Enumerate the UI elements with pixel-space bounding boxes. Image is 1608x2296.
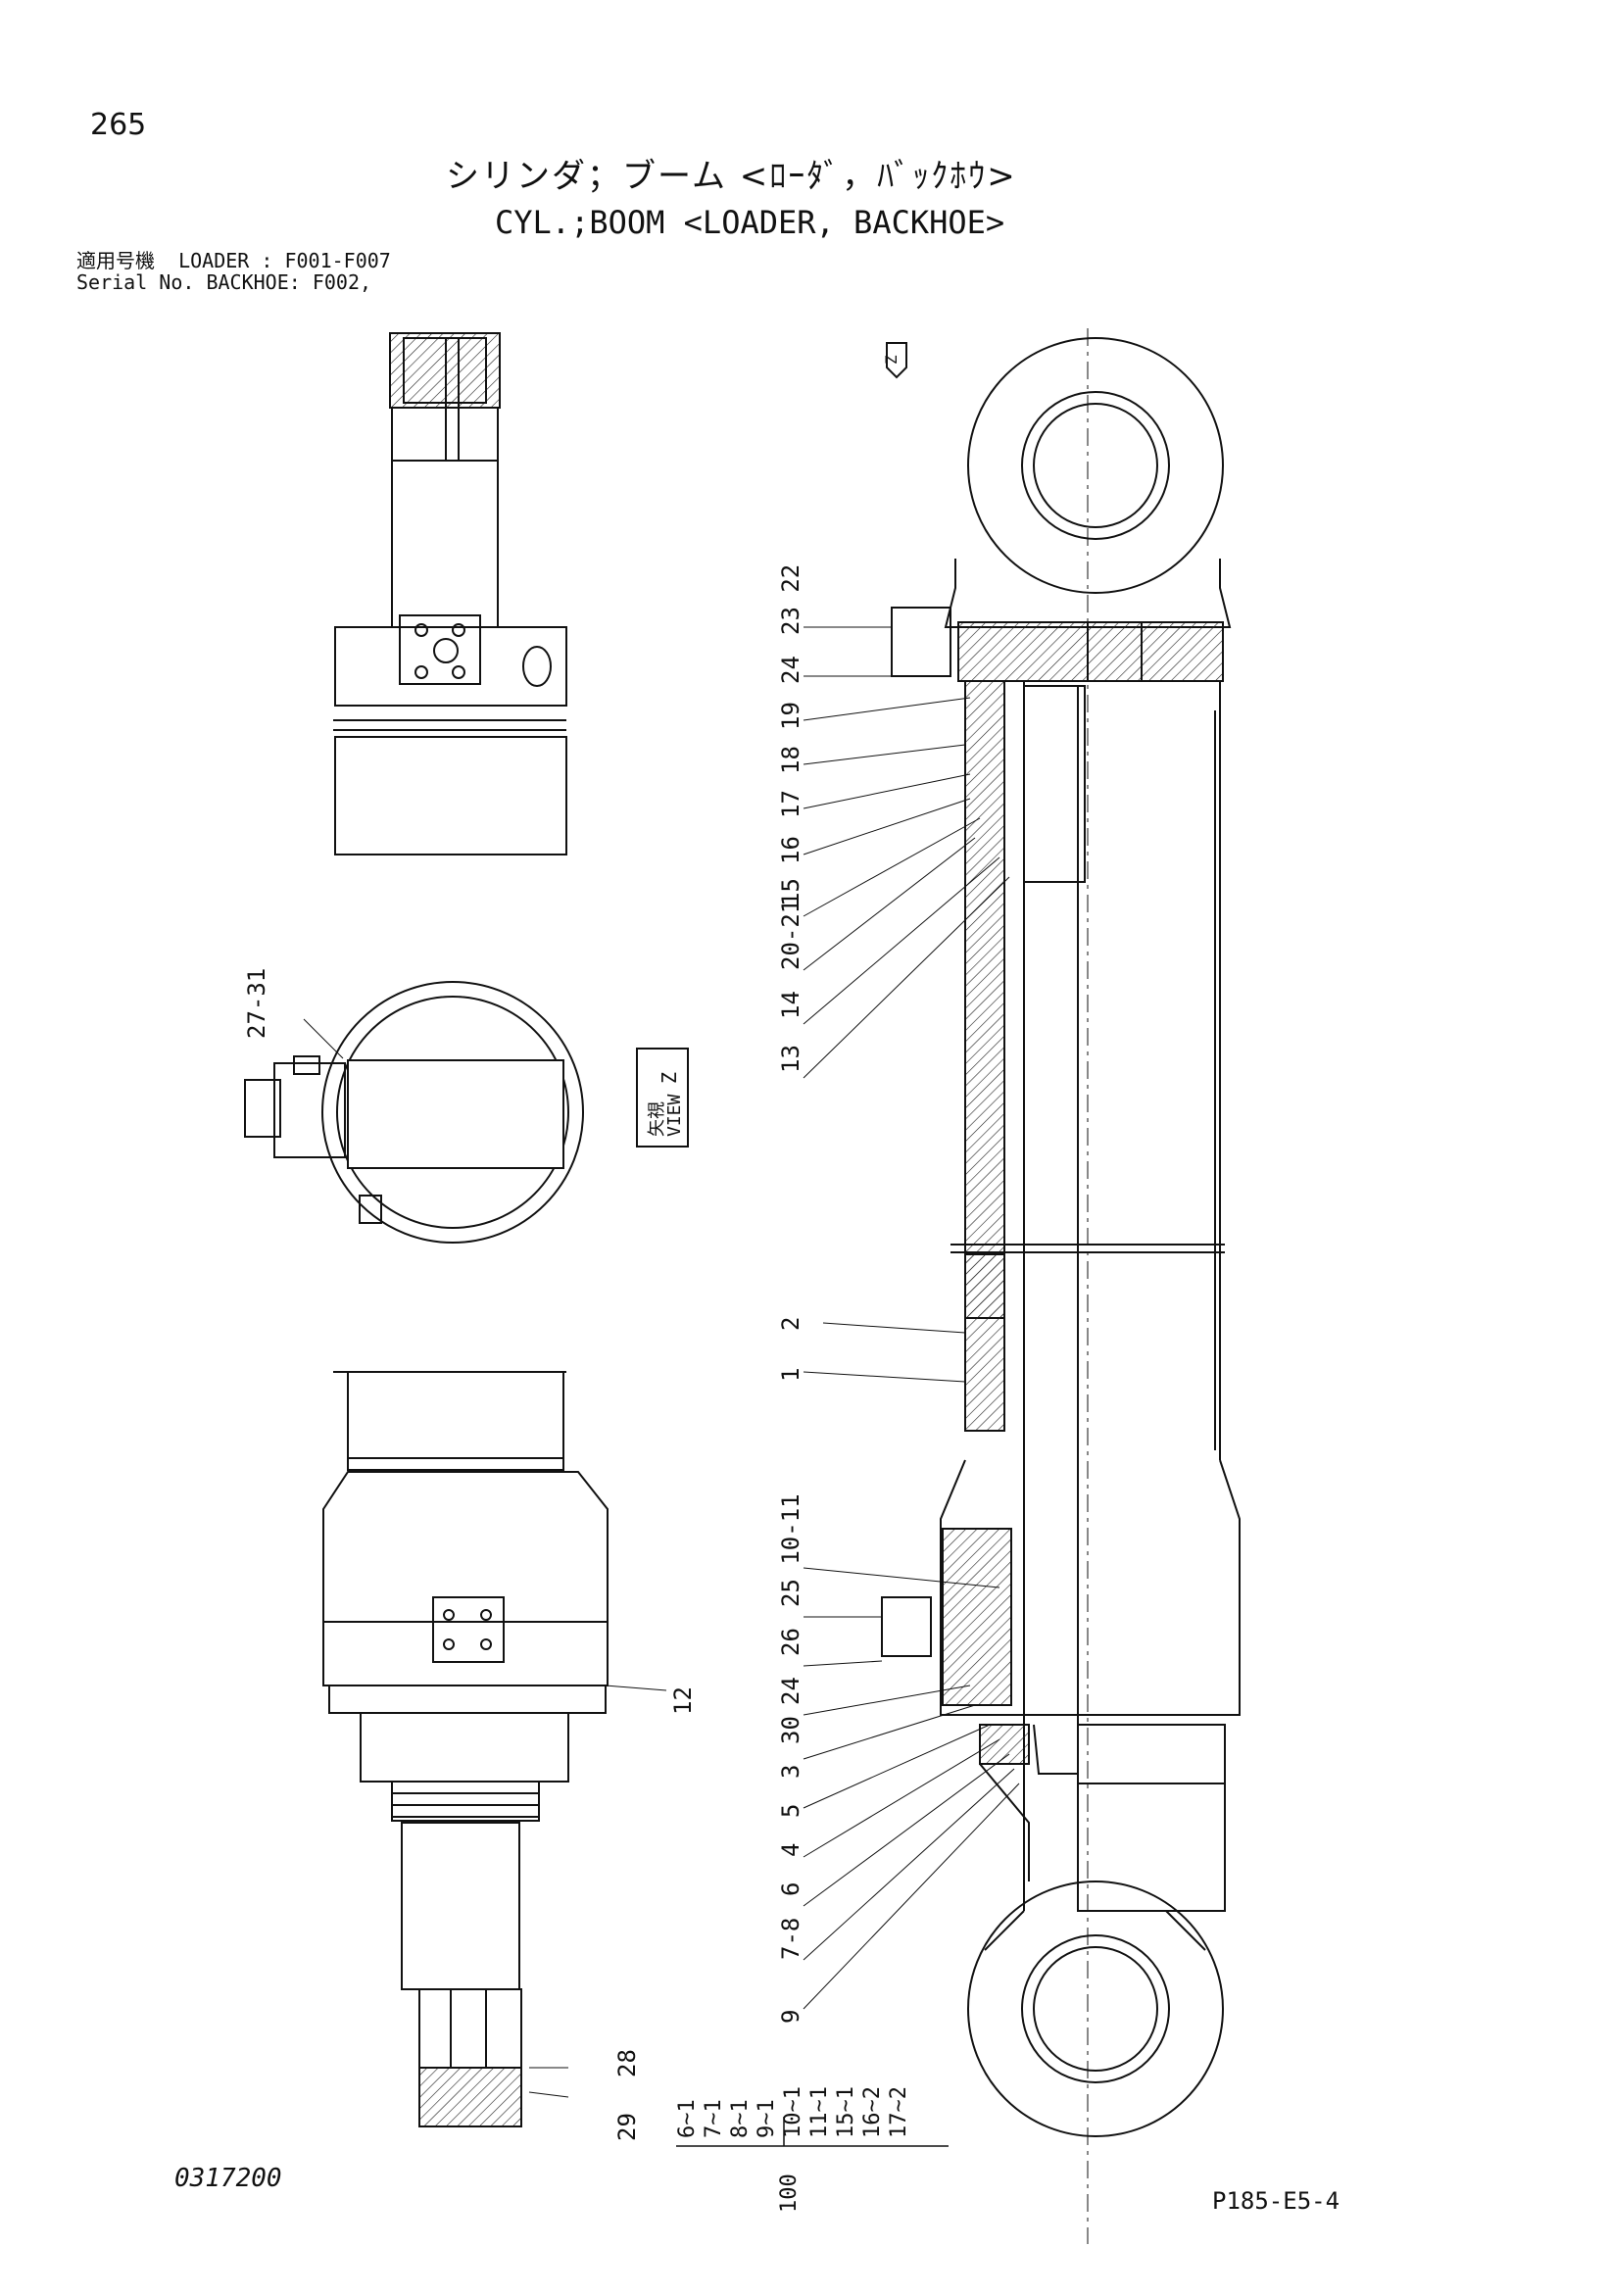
kit-item: 9~1 (755, 2099, 779, 2138)
callout-18: 18 (777, 746, 804, 774)
view-label-en: VIEW (664, 1094, 685, 1137)
callout-27-31: 27-31 (243, 968, 270, 1039)
callout-5: 5 (777, 1804, 804, 1818)
kit-total: 100 (777, 2174, 802, 2213)
main-cylinder-section (881, 328, 1241, 2244)
view-z-section (244, 981, 689, 1244)
callout-12: 12 (669, 1686, 697, 1715)
callout-6: 6 (777, 1882, 804, 1896)
callout-26: 26 (777, 1628, 804, 1656)
reference-code: P185-E5-4 (1212, 2187, 1340, 2215)
kit-bracket (676, 2117, 949, 2147)
view-label-letter: Z (658, 1072, 681, 1084)
top-view-rod-end (333, 332, 567, 855)
leader-lines (303, 626, 1020, 2098)
view-arrow-letter: Z (882, 355, 901, 365)
callout-15: 15 (777, 878, 804, 906)
callout-19: 19 (777, 702, 804, 730)
kit-item: 11~1 (807, 2086, 832, 2138)
callout-28: 28 (613, 2049, 641, 2077)
callout-20-21: 20-21 (777, 900, 804, 970)
callout-13: 13 (777, 1045, 804, 1073)
callout-29: 29 (613, 2113, 641, 2141)
bottom-view-head-end (322, 1371, 609, 2127)
page-number: 265 (90, 108, 147, 142)
kit-item: 6~1 (675, 2099, 700, 2138)
callout-1: 1 (777, 1368, 804, 1382)
view-z-label: 矢視 VIEW Z (636, 1048, 689, 1148)
callout-7-8: 7-8 (777, 1918, 804, 1960)
view-label-jp: 矢視 (647, 1101, 667, 1137)
main-callouts: 23 22 24 19 18 17 16 15 20-21 14 13 2 1 … (777, 564, 804, 2024)
callout-16: 16 (777, 836, 804, 864)
callout-14: 14 (777, 991, 804, 1019)
serial-line-2: Serial No. BACKHOE: F002, (76, 270, 372, 294)
kit-item: 16~2 (860, 2086, 885, 2138)
kit-item: 7~1 (702, 2099, 726, 2138)
callout-23-22: 23 22 (777, 564, 804, 635)
callout-24: 24 (777, 656, 804, 684)
title-japanese: シリンダ；ブーム <ﾛｰﾀﾞ，ﾊﾞｯｸﾎｳ> (446, 157, 1017, 196)
kit-item: 8~1 (728, 2099, 753, 2138)
kit-list: 6~1 7~1 8~1 9~1 10~1 11~1 15~1 16~2 17~2… (675, 2086, 911, 2213)
kit-item: 10~1 (781, 2086, 805, 2138)
callout-2: 2 (777, 1317, 804, 1331)
kit-item: 17~2 (887, 2086, 911, 2138)
callout-3: 3 (777, 1765, 804, 1779)
document-number: 0317200 (174, 2164, 282, 2193)
callout-25-10-11: 25 10-11 (777, 1493, 804, 1607)
callout-30: 30 (777, 1716, 804, 1744)
serial-line-1: 適用号機 LOADER : F001-F007 (76, 249, 391, 272)
callout-9: 9 (777, 2010, 804, 2024)
callout-4: 4 (777, 1843, 804, 1857)
title-english: CYL.;BOOM <LOADER, BACKHOE> (495, 204, 1005, 241)
callout-24b: 24 (777, 1677, 804, 1705)
kit-item: 15~1 (834, 2086, 858, 2138)
callout-17: 17 (777, 790, 804, 818)
serial-block: 適用号機 LOADER : F001-F007 Serial No. BACKH… (76, 250, 391, 293)
